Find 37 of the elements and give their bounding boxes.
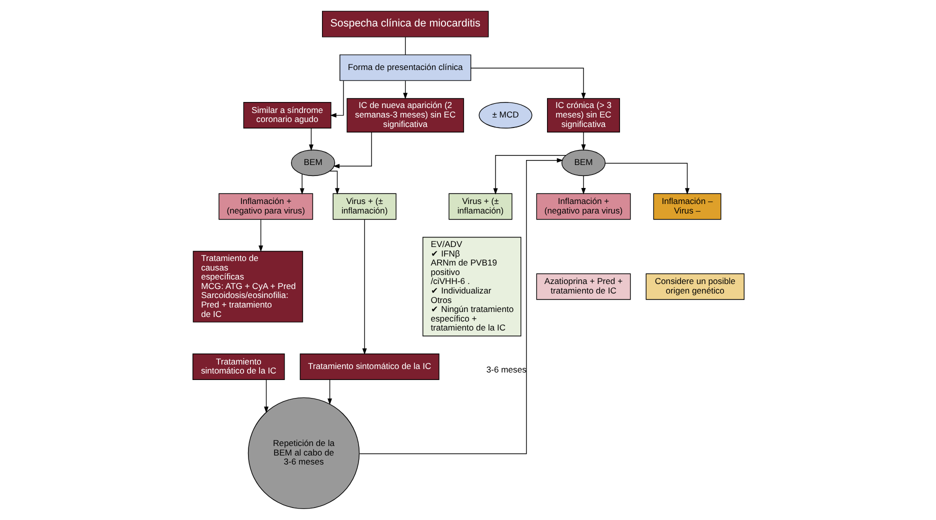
arrow — [258, 219, 263, 252]
node-box: Tratamiento sintomático de la IC — [299, 354, 439, 380]
arrow — [492, 155, 566, 195]
arrow — [332, 132, 372, 168]
node-box: Sospecha clínica de miocarditis — [322, 10, 488, 38]
arrow — [329, 80, 344, 118]
node-box: Forma de presentación clínica — [339, 54, 471, 81]
arrow — [362, 219, 366, 355]
arrow — [470, 68, 586, 100]
node-box: Azatioprina + Pred + tratamiento de IC — [536, 273, 630, 300]
node-box: Virus + (± inflamación) — [332, 193, 396, 220]
arrow — [358, 158, 563, 454]
node-box: Considere un posible origen genético — [645, 273, 744, 300]
arrow — [402, 80, 408, 100]
arrow — [580, 132, 586, 151]
node-box: Tratamiento sintomático de la IC — [192, 354, 284, 380]
node-box: Virus + (± inflamación) — [448, 193, 512, 220]
arrow — [299, 174, 304, 195]
node-box: Inflamación + (negativo para virus) — [218, 193, 313, 220]
arrow — [327, 379, 332, 405]
arrow — [580, 176, 586, 194]
node-box: Similar a síndrome coronario agudo — [242, 102, 331, 128]
node-ellipse: BEM — [290, 150, 335, 176]
node-box: IC crónica (> 3 meses) sin EC significativa — [546, 98, 620, 132]
node-box: Tratamiento de causas específicas MCG: ATG + CyA + Pred Sarcoidosis/eosinofilia: Pred + tratamiento de IC — [192, 250, 303, 322]
node-box: IC de nueva aparición (2 semanas-3 meses) sin EC significativa — [346, 98, 464, 132]
node-box: Inflamación + (negativo para virus) — [536, 193, 630, 220]
node-box: Inflamación – Virus – — [652, 193, 721, 220]
edge-label: 3-6 meses — [486, 364, 526, 375]
node-box: EV/ADV ✔ IFNβ ARNm de PVB19 positivo /ciVHH-6 . ✔ Individualizar Otros ✔ Ningún tratamiento específico + tratamiento de la IC — [422, 236, 521, 336]
node-ellipse: BEM — [560, 150, 606, 176]
arrow — [264, 379, 268, 414]
arrow — [328, 170, 340, 195]
arrow — [604, 162, 690, 195]
arrow — [308, 128, 313, 151]
node-ellipse: ± MCD — [478, 102, 532, 128]
connector — [404, 36, 406, 55]
